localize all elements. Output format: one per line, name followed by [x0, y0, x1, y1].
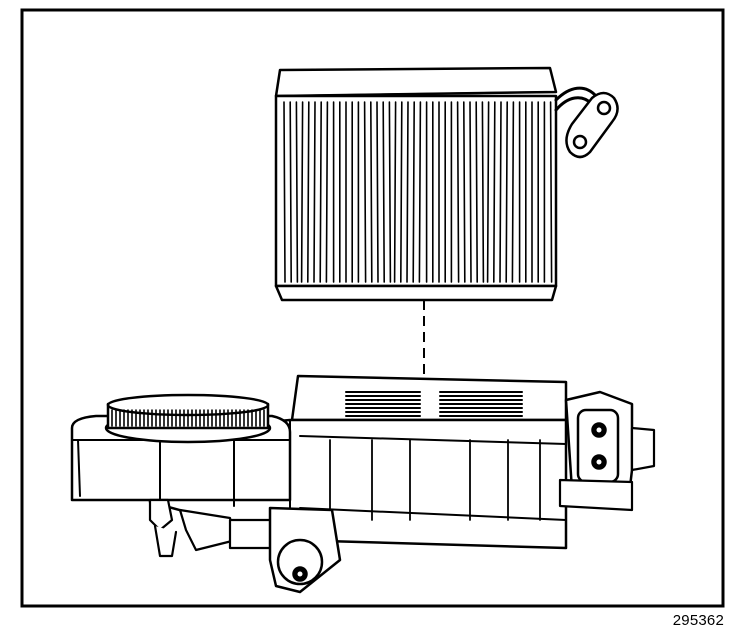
- evaporator-fin: [475, 101, 479, 283]
- evaporator-fin: [492, 101, 496, 283]
- evaporator-fin: [462, 101, 466, 283]
- evaporator-fin: [295, 101, 299, 283]
- evaporator-fin: [406, 101, 409, 283]
- evaporator-fin: [319, 101, 323, 283]
- blower-evaporator-housing: [70, 374, 656, 594]
- evaporator-fin: [549, 101, 553, 283]
- evaporator-fin: [306, 101, 310, 283]
- evaporator-fin: [313, 101, 316, 283]
- blower-fan-blades: [111, 409, 265, 427]
- evaporator-fin: [376, 101, 379, 283]
- evaporator-fin: [486, 101, 490, 283]
- evaporator-fins: [283, 101, 553, 283]
- right-bracket-plate: [576, 408, 620, 484]
- evaporator-fin: [388, 101, 392, 283]
- housing-opening-slats: [345, 391, 523, 417]
- evaporator-fin: [300, 101, 304, 283]
- evaporator-fin: [399, 101, 403, 283]
- evaporator-fin: [505, 101, 509, 283]
- evaporator-fin: [511, 101, 515, 283]
- evaporator-fin: [418, 101, 422, 283]
- plate-hole-upper: [596, 100, 612, 116]
- evaporator-fin: [289, 101, 293, 283]
- evaporator-fin: [393, 101, 397, 283]
- evaporator-core: [274, 66, 619, 302]
- evaporator-fin: [283, 101, 286, 283]
- evaporator-bottom-tank: [274, 284, 558, 302]
- evaporator-fin: [363, 101, 367, 283]
- evaporator-body: [274, 94, 558, 288]
- evaporator-fin: [469, 101, 472, 283]
- evaporator-fin: [456, 101, 460, 283]
- evaporator-fin: [412, 101, 416, 283]
- evaporator-fin: [382, 101, 386, 283]
- lower-bracket-left: [148, 498, 174, 532]
- motor-mount-boss: [276, 538, 324, 586]
- evaporator-fin: [325, 101, 329, 283]
- housing-body-ribs: [329, 439, 541, 521]
- evaporator-fin: [369, 101, 373, 283]
- evaporator-fin: [499, 101, 502, 283]
- lower-bracket-mid: [178, 508, 238, 552]
- figure-number: 295362: [672, 612, 724, 629]
- housing-core-opening: [290, 374, 568, 422]
- plate-hole-lower: [572, 134, 588, 150]
- evaporator-pipes: [554, 86, 598, 102]
- right-outlet-duct: [630, 426, 656, 472]
- evaporator-fin: [481, 101, 485, 283]
